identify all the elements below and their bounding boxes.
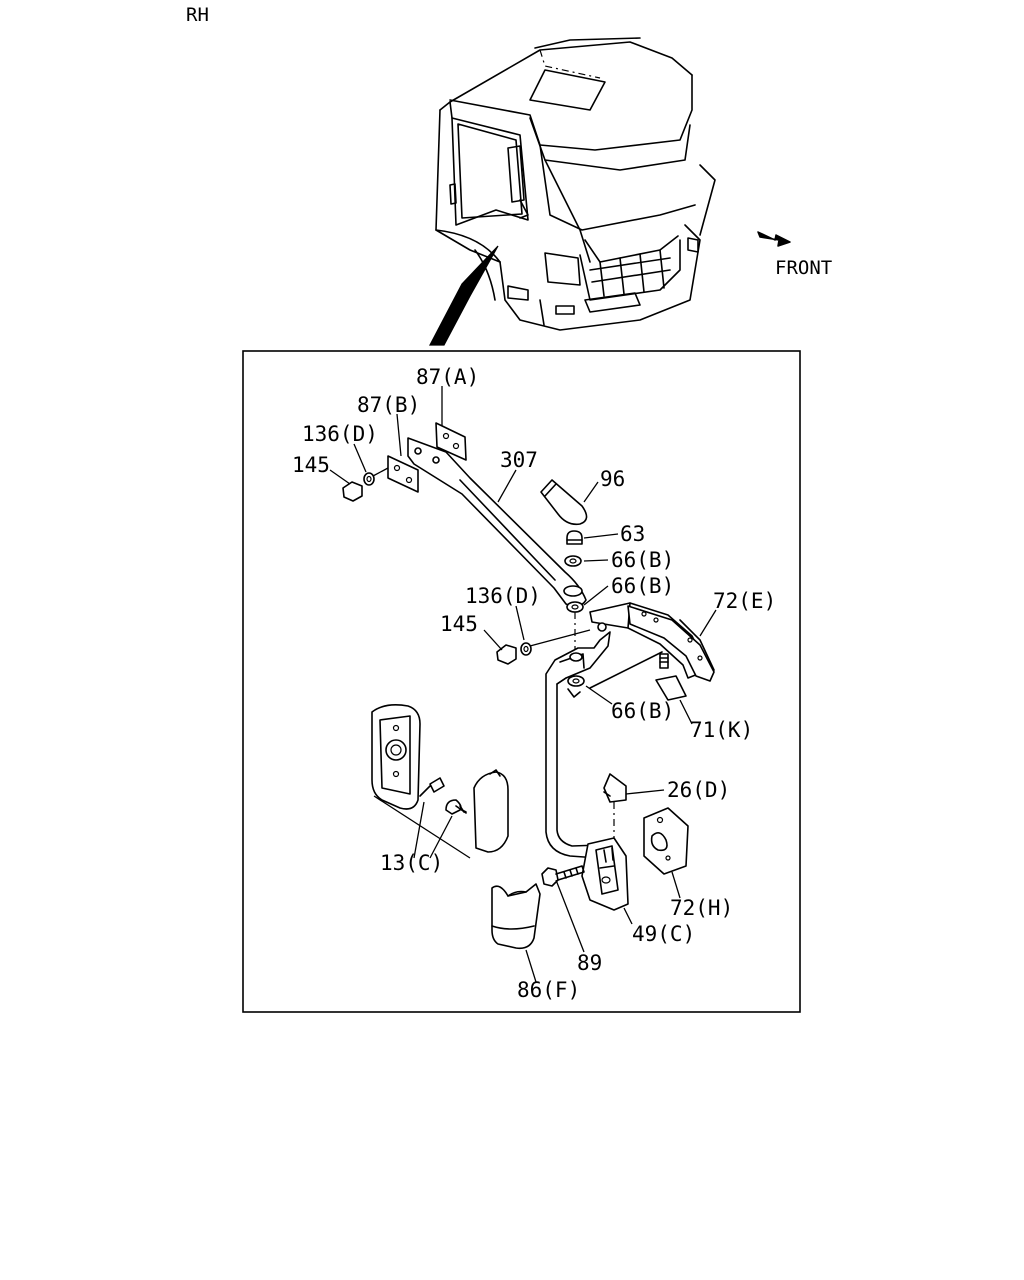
label-49c: 49(C) xyxy=(632,922,695,946)
washer-136d-mid xyxy=(520,642,532,656)
washer-66b-1 xyxy=(564,555,582,567)
nut-145-top xyxy=(342,481,363,502)
label-136d-mid: 136(D) xyxy=(465,584,541,608)
detail-frame xyxy=(242,350,801,1013)
bolt-89 xyxy=(541,867,559,887)
label-66b-2: 66(B) xyxy=(611,574,674,598)
cap-nut-63 xyxy=(566,530,583,545)
label-66b-3: 66(B) xyxy=(611,699,674,723)
mirror-cover xyxy=(473,771,509,853)
label-72h: 72(H) xyxy=(670,896,733,920)
upper-stay-arm xyxy=(407,437,587,608)
label-71k: 71(K) xyxy=(690,718,753,742)
side-label: RH xyxy=(186,4,209,26)
part-labels: 87(A) 87(B) 136(D) 145 307 96 63 66(B) 6… xyxy=(292,365,776,1002)
label-87a: 87(A) xyxy=(416,365,479,389)
cover-86f xyxy=(491,883,541,950)
socket-71k xyxy=(655,675,687,701)
front-label: FRONT xyxy=(775,257,832,279)
label-66b-1: 66(B) xyxy=(611,548,674,572)
label-63: 63 xyxy=(620,522,645,546)
label-72e: 72(E) xyxy=(713,589,776,613)
clip-26d xyxy=(603,773,627,803)
washer-136d-top xyxy=(363,472,375,486)
label-86f: 86(F) xyxy=(517,978,580,1002)
plate-87a xyxy=(435,422,467,461)
label-307: 307 xyxy=(500,448,538,472)
label-145-top: 145 xyxy=(292,453,330,477)
washer-66b-3 xyxy=(567,675,585,687)
mirror-stay-assembly xyxy=(342,422,715,950)
front-arrow-icon xyxy=(757,231,791,247)
leader-lines xyxy=(329,386,717,983)
bulb-96 xyxy=(540,479,588,526)
truck-cab-illustration xyxy=(429,37,716,346)
washer-66b-2 xyxy=(566,601,584,613)
label-26d: 26(D) xyxy=(667,778,730,802)
label-96: 96 xyxy=(600,467,625,491)
lower-stay-tube xyxy=(545,631,611,859)
plate-87b xyxy=(387,455,419,493)
label-136d-top: 136(D) xyxy=(302,422,378,446)
label-13c: 13(C) xyxy=(380,851,443,875)
label-87b: 87(B) xyxy=(357,393,420,417)
front-direction-indicator: FRONT xyxy=(757,231,832,279)
label-145-mid: 145 xyxy=(440,612,478,636)
base-49c xyxy=(581,837,629,911)
label-89: 89 xyxy=(577,951,602,975)
